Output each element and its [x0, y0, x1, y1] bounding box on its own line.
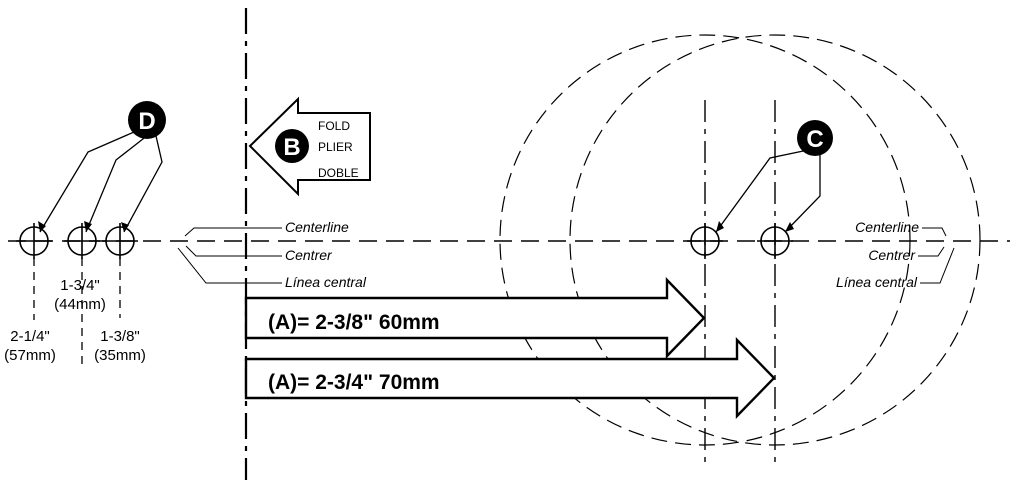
hole-c-70: [757, 223, 793, 259]
arrowhead-c-70: [785, 222, 794, 232]
fold-label-es: DOBLE: [318, 166, 359, 180]
hole-44mm: [64, 223, 100, 259]
hole-c-60: [687, 223, 723, 259]
leader-c-60: [715, 149, 809, 233]
backset-label-60: (A)= 2-3/8" 60mm: [268, 311, 440, 334]
arrowhead-d-35mm: [121, 222, 129, 232]
measure-44-in: 1-3/4": [60, 277, 100, 294]
leader-centerline-right: [922, 227, 947, 237]
leader-centerline-left: [184, 227, 282, 237]
measure-57-mm: (57mm): [4, 347, 56, 364]
leader-linea-right: [920, 247, 955, 284]
fold-label-fr: PLIER: [318, 140, 353, 154]
backset-arrow-60: [244, 277, 706, 359]
hole-35mm: [102, 223, 138, 259]
leader-centrer-right: [918, 246, 945, 257]
leader-centrer-left: [185, 245, 282, 257]
centrer-label-left: Centrer: [285, 247, 333, 263]
measure-35-in: 1-3/8": [100, 328, 140, 345]
backset-label-70: (A)= 2-3/4" 70mm: [268, 371, 440, 394]
leader-d-44mm: [85, 134, 149, 233]
callout-d-label: D: [138, 108, 155, 135]
fold-arrow: [248, 96, 371, 197]
callout-c-label: C: [806, 126, 823, 153]
hole-57mm: [16, 223, 52, 259]
measure-44-mm: (44mm): [54, 296, 106, 313]
callout-b-circle: [275, 129, 309, 163]
callout-d-circle: [128, 101, 166, 139]
centrer-label-right: Centrer: [868, 247, 916, 263]
centerline-label-right: Centerline: [855, 219, 919, 235]
arrowhead-d-57mm: [38, 221, 46, 232]
leader-linea-left: [177, 247, 282, 284]
backset-arrow-70: [244, 337, 776, 419]
linea-central-label-left: Línea central: [285, 274, 367, 290]
leader-c-70: [784, 150, 821, 233]
measure-35-mm: (35mm): [94, 347, 146, 364]
fold-label-en: FOLD: [318, 119, 350, 133]
arrowhead-d-44mm: [84, 221, 92, 232]
callout-c-circle: [797, 120, 833, 156]
leader-d-35mm: [123, 135, 163, 233]
leader-d-57mm: [39, 131, 135, 233]
centerline-label-left: Centerline: [285, 219, 349, 235]
callout-b-label: B: [283, 134, 300, 161]
arrowhead-c-60: [716, 221, 724, 232]
measure-57-in: 2-1/4": [10, 328, 50, 345]
linea-central-label-right: Línea central: [836, 274, 918, 290]
